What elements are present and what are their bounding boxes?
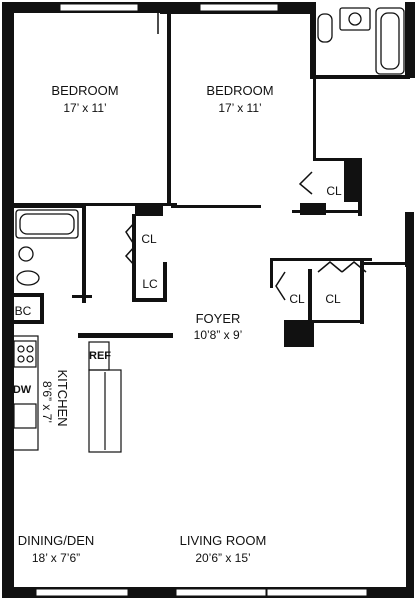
kitchen-size: 8’6” x 7’ xyxy=(40,381,54,423)
doors xyxy=(124,12,367,301)
broom-closet-label: BC xyxy=(15,304,32,318)
bathroom-fixtures-left xyxy=(15,209,79,286)
refrigerator-label: REF xyxy=(89,350,111,362)
linen-closet-label: LC xyxy=(142,277,158,291)
toilet-icon xyxy=(16,270,40,286)
foyer-size: 10’8” x 9’ xyxy=(194,328,243,342)
sink-icon xyxy=(18,246,34,262)
kitchen-sink-icon xyxy=(13,403,37,429)
kitchen-name: KITCHEN xyxy=(55,369,70,426)
kitchen-island xyxy=(88,369,122,453)
dining-name: DINING/DEN xyxy=(18,533,95,548)
bathtub-icon xyxy=(375,7,405,75)
labels: BEDROOM 17’ x 11’ BEDROOM 17’ x 11’ FOYE… xyxy=(13,83,342,565)
bathtub-icon xyxy=(15,209,79,239)
kitchen-fixtures xyxy=(11,335,122,453)
closet-foyer-1-label: CL xyxy=(289,292,305,306)
living-room-size: 20’6” x 15’ xyxy=(195,551,250,565)
stove-icon xyxy=(13,340,37,368)
dining-size: 18’ x 7’6” xyxy=(32,551,80,565)
counter xyxy=(11,335,39,451)
closet-bedroom-right-label: CL xyxy=(326,184,342,198)
dishwasher-label: DW xyxy=(13,384,32,396)
living-room-name: LIVING ROOM xyxy=(180,533,267,548)
closet-foyer-2-label: CL xyxy=(325,292,341,306)
toilet-icon xyxy=(317,13,333,43)
closet-hall-label: CL xyxy=(141,232,157,246)
windows xyxy=(35,3,368,597)
bedroom-left-name: BEDROOM xyxy=(51,83,118,98)
bathroom-fixtures-right xyxy=(317,7,405,75)
sink-icon xyxy=(339,7,371,31)
bedroom-right-size: 17’ x 11’ xyxy=(218,101,261,115)
foyer-name: FOYER xyxy=(196,311,241,326)
bedroom-right-name: BEDROOM xyxy=(206,83,273,98)
bedroom-left-size: 17’ x 11’ xyxy=(63,101,106,115)
